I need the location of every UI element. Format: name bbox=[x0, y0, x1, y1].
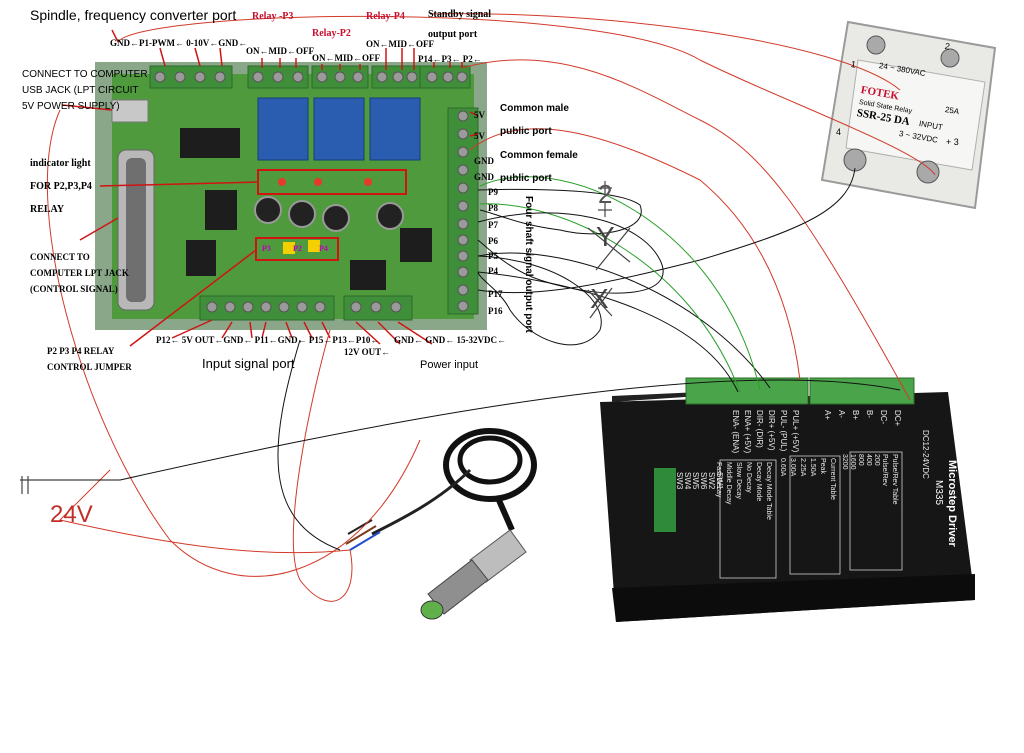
right-pin-p5: P5 bbox=[488, 251, 498, 261]
drv-term-b-minus: B- bbox=[865, 410, 874, 418]
p14-p3-p2-pins: P14←P3← P2← bbox=[418, 54, 482, 64]
right-pin-p7: P7 bbox=[488, 220, 498, 230]
relay-p3-label: Relay -P3 bbox=[252, 11, 294, 22]
drv-decay-row-2: Slow Decay bbox=[735, 462, 742, 499]
microstep-driver bbox=[600, 377, 975, 622]
handwritten-x: X bbox=[590, 283, 609, 314]
drv-term-pul-minus: PUL- (PUL) bbox=[779, 410, 788, 452]
drv-term-dir-minus: DIR- (DIR) bbox=[755, 410, 764, 448]
drv-decay-row-3: Middle Decay bbox=[725, 462, 732, 505]
drv-term-dc-plus: DC+ bbox=[893, 410, 902, 427]
standby-signal-label: Standby signal bbox=[428, 9, 492, 20]
four-shaft-label: Four shaft signal output port bbox=[523, 196, 534, 333]
indicator-label-1: indicator light bbox=[30, 158, 91, 169]
drv-dc-range: DC12-24VDC bbox=[921, 430, 930, 479]
drv-pulse-row-2: 400 bbox=[865, 454, 872, 466]
common-female-label-1: Common female bbox=[500, 150, 578, 161]
relay-p4-pins: ON←MID←OFF bbox=[366, 39, 434, 49]
drv-term-dir-plus: DIR+ (+5V) bbox=[767, 410, 776, 451]
drv-term-b-plus: B+ bbox=[851, 410, 860, 421]
drv-pulse-row-0: Pulse/Rev bbox=[881, 454, 888, 486]
drv-term-dc-minus: DC- bbox=[879, 410, 888, 425]
drv-pulse-row-4: 1600 bbox=[849, 454, 856, 470]
power-input-label: Power input bbox=[420, 359, 479, 371]
drv-current-row-0: Peak bbox=[819, 458, 826, 474]
relay-p4-label: Relay-P4 bbox=[366, 11, 405, 22]
drv-pulse-title: Pulse/Rev Table bbox=[891, 454, 898, 505]
drv-pulse-row-5: 3200 bbox=[841, 454, 848, 470]
jumper-tag-p2: P2 bbox=[293, 244, 302, 253]
drv-decay-row-0: Decay Mode bbox=[755, 462, 762, 502]
solid-state-relay bbox=[820, 20, 997, 210]
right-pin-p16: P16 bbox=[488, 306, 503, 316]
proximity-sensor bbox=[345, 428, 537, 620]
right-pin-p17: P17 bbox=[488, 289, 503, 299]
drv-sw4: SW4 bbox=[683, 472, 692, 490]
ssr-amp: 25A bbox=[944, 104, 960, 117]
power-pin-labels: GND← GND← 15-32VDC← bbox=[394, 335, 506, 345]
usb-label-1: CONNECT TO COMPUTER bbox=[22, 69, 148, 80]
drv-pulse-row-3: 800 bbox=[857, 454, 864, 466]
common-male-label-1: Common male bbox=[500, 103, 569, 114]
drv-term-pul-plus: PUL+ (+5V) bbox=[791, 410, 800, 453]
handwritten-y: Y bbox=[596, 221, 615, 252]
handwritten-24v: 24V bbox=[50, 501, 93, 528]
right-pin-p9: P9 bbox=[488, 187, 498, 197]
drv-name: Microstep Driver bbox=[946, 460, 958, 547]
drv-sw5: SW5 bbox=[691, 472, 700, 490]
relay-p3-pins: ON←MID←OFF bbox=[246, 46, 314, 56]
common-male-label-2: public port bbox=[500, 126, 552, 137]
common-female-label-2: public port bbox=[500, 173, 552, 184]
jumper-tag-p4: P4 bbox=[319, 244, 328, 253]
drv-sw3: SW3 bbox=[675, 472, 684, 490]
drv-decay-title: Decay Mode Table bbox=[765, 462, 772, 520]
top-pin-labels: GND←P1-PWM← 0-10V←GND← bbox=[110, 38, 248, 48]
standby-output-label: output port bbox=[428, 29, 478, 40]
handwriting-marks bbox=[21, 181, 631, 494]
right-pin-5v-a: 5V bbox=[474, 110, 485, 120]
right-pin-p4: P4 bbox=[488, 266, 498, 276]
lpt-label-1: CONNECT TO bbox=[30, 252, 90, 262]
indicator-label-2: FOR P2,P3,P4 bbox=[30, 181, 92, 192]
drv-current-title: Current Table bbox=[829, 458, 836, 500]
drv-pulse-row-1: 200 bbox=[873, 454, 880, 466]
drv-term-ena-minus: ENA- (ENA) bbox=[731, 410, 740, 454]
drv-current-row-4: 0.60A bbox=[779, 458, 786, 477]
wires bbox=[20, 13, 936, 602]
board-title: Spindle, frequency converter port bbox=[30, 7, 237, 23]
drv-decay-row-1: No Decay bbox=[745, 462, 752, 493]
jumper-label-2: CONTROL JUMPER bbox=[47, 362, 132, 372]
right-pin-5v-b: 5V bbox=[474, 131, 485, 141]
lpt-label-3: (CONTROL SIGNAL) bbox=[30, 284, 118, 294]
input-signal-label: Input signal port bbox=[202, 356, 295, 371]
breakout-board bbox=[95, 62, 487, 330]
drv-current-row-3: 3.00A bbox=[789, 458, 796, 477]
relay-p2-label: Relay-P2 bbox=[312, 28, 351, 39]
relay-p2-pins: ON←MID←OFF bbox=[312, 53, 380, 63]
right-pin-p6: P6 bbox=[488, 236, 498, 246]
right-pin-p8: P8 bbox=[488, 203, 498, 213]
out-12v-label: 12V OUT← bbox=[344, 347, 391, 357]
bottom-pin-labels: P12← 5V OUT←GND← P11←GND← P15←P13←P10← bbox=[156, 335, 380, 345]
ssr-terminal-3: + 3 bbox=[946, 137, 959, 147]
usb-label-2: USB JACK (LPT CIRCUIT bbox=[22, 85, 139, 96]
right-pin-gnd-a: GND bbox=[474, 156, 494, 166]
handwritten-2: 2 bbox=[598, 179, 613, 209]
lpt-label-2: COMPUTER LPT JACK bbox=[30, 268, 129, 278]
indicator-label-3: RELAY bbox=[30, 204, 65, 215]
drv-term-a-plus: A+ bbox=[823, 410, 832, 421]
annotation-arrows bbox=[61, 29, 479, 347]
drv-model: M335 bbox=[933, 480, 944, 506]
drv-decay-row-4: Fast Decay bbox=[715, 462, 722, 498]
drv-current-row-2: 2.25A bbox=[799, 458, 806, 477]
drv-current-row-1: 1.50A bbox=[809, 458, 816, 477]
drv-term-ena-plus: ENA+ (+5V) bbox=[743, 410, 752, 454]
ssr-terminal-4: 4 bbox=[836, 127, 842, 137]
drv-term-a-minus: A- bbox=[837, 410, 846, 418]
jumper-label-1: P2 P3 P4 RELAY bbox=[47, 346, 115, 356]
right-pin-gnd-b: GND bbox=[474, 172, 494, 182]
jumper-tag-p3: P3 bbox=[262, 244, 271, 253]
usb-label-3: 5V POWER SUPPLY) bbox=[22, 101, 120, 112]
